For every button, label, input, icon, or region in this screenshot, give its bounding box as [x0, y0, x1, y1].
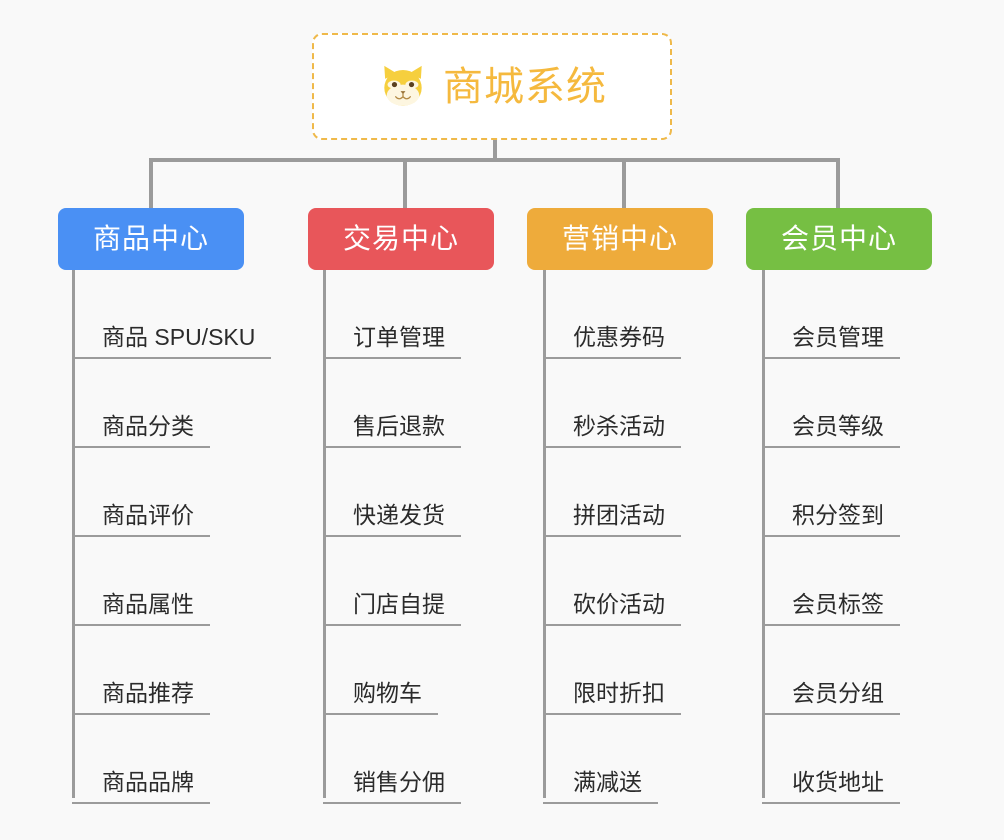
leaf-label: 商品分类 [72, 415, 210, 448]
leaf-label: 订单管理 [323, 326, 461, 359]
category-box-marketing-center[interactable]: 营销中心 [527, 208, 713, 270]
leaf-item[interactable]: 门店自提 [323, 537, 461, 626]
leaf-label: 会员等级 [762, 415, 900, 448]
leaf-item[interactable]: 秒杀活动 [543, 359, 681, 448]
column-items-trade-center: 订单管理售后退款快递发货门店自提购物车销售分佣 [323, 270, 461, 804]
root-title: 商城系统 [443, 64, 607, 109]
column-spine-product-center [72, 270, 75, 798]
category-box-product-center[interactable]: 商品中心 [58, 208, 244, 270]
leaf-item[interactable]: 优惠券码 [543, 270, 681, 359]
leaf-label: 限时折扣 [543, 682, 681, 715]
leaf-item[interactable]: 商品 SPU/SKU [72, 270, 272, 359]
category-box-member-center[interactable]: 会员中心 [746, 208, 932, 270]
leaf-label: 拼团活动 [543, 504, 681, 537]
leaf-label: 会员分组 [762, 682, 900, 715]
column-spine-trade-center [323, 270, 326, 798]
column-items-marketing-center: 优惠券码秒杀活动拼团活动砍价活动限时折扣满减送 [543, 270, 681, 804]
leaf-item[interactable]: 商品评价 [72, 448, 271, 537]
category-label-member-center: 会员中心 [780, 223, 897, 254]
leaf-item[interactable]: 商品属性 [72, 537, 271, 626]
category-label-marketing-center: 营销中心 [561, 223, 678, 254]
leaf-item[interactable]: 会员分组 [762, 626, 900, 715]
leaf-label: 积分签到 [762, 504, 900, 537]
leaf-item[interactable]: 商品推荐 [72, 626, 271, 715]
leaf-item[interactable]: 商品品牌 [72, 715, 271, 804]
leaf-item[interactable]: 砍价活动 [543, 537, 681, 626]
leaf-label: 秒杀活动 [543, 415, 681, 448]
leaf-label: 商品评价 [72, 504, 210, 537]
leaf-label: 销售分佣 [323, 771, 461, 804]
leaf-label: 满减送 [543, 771, 658, 804]
leaf-item[interactable]: 收货地址 [762, 715, 900, 804]
leaf-item[interactable]: 拼团活动 [543, 448, 681, 537]
leaf-item[interactable]: 商品分类 [72, 359, 271, 448]
leaf-label: 购物车 [323, 682, 438, 715]
leaf-item[interactable]: 快递发货 [323, 448, 461, 537]
category-box-trade-center[interactable]: 交易中心 [308, 208, 494, 270]
leaf-label: 快递发货 [323, 504, 461, 537]
leaf-label: 优惠券码 [543, 326, 681, 359]
leaf-item[interactable]: 会员管理 [762, 270, 900, 359]
connector-drop-trade-center [403, 158, 407, 208]
connector-drop-product-center [149, 158, 153, 208]
connector-root-stem [493, 140, 497, 161]
column-items-product-center: 商品 SPU/SKU 商品分类商品评价商品属性商品推荐商品品牌 [72, 270, 272, 804]
category-label-product-center: 商品中心 [92, 223, 209, 254]
leaf-item[interactable]: 售后退款 [323, 359, 461, 448]
leaf-label: 收货地址 [762, 771, 900, 804]
leaf-label: 会员管理 [762, 326, 900, 359]
leaf-label: 商品属性 [72, 593, 210, 626]
leaf-item[interactable]: 满减送 [543, 715, 681, 804]
leaf-label: 商品 SPU/SKU [72, 326, 272, 359]
shiba-dog-icon [377, 61, 429, 113]
leaf-label: 会员标签 [762, 593, 900, 626]
connector-drop-marketing-center [622, 158, 626, 208]
leaf-item[interactable]: 订单管理 [323, 270, 461, 359]
leaf-item[interactable]: 会员等级 [762, 359, 900, 448]
leaf-item[interactable]: 购物车 [323, 626, 461, 715]
column-items-member-center: 会员管理会员等级积分签到会员标签会员分组收货地址 [762, 270, 900, 804]
root-node[interactable]: 商城系统 [312, 33, 672, 140]
column-spine-marketing-center [543, 270, 546, 798]
leaf-label: 商品推荐 [72, 682, 210, 715]
leaf-item[interactable]: 销售分佣 [323, 715, 461, 804]
leaf-label: 门店自提 [323, 593, 461, 626]
column-spine-member-center [762, 270, 765, 798]
leaf-label: 售后退款 [323, 415, 461, 448]
leaf-item[interactable]: 积分签到 [762, 448, 900, 537]
leaf-item[interactable]: 限时折扣 [543, 626, 681, 715]
leaf-item[interactable]: 会员标签 [762, 537, 900, 626]
leaf-label: 商品品牌 [72, 771, 210, 804]
connector-drop-member-center [836, 158, 840, 208]
connector-horizontal-bus [149, 158, 839, 162]
category-label-trade-center: 交易中心 [342, 223, 459, 254]
leaf-label: 砍价活动 [543, 593, 681, 626]
